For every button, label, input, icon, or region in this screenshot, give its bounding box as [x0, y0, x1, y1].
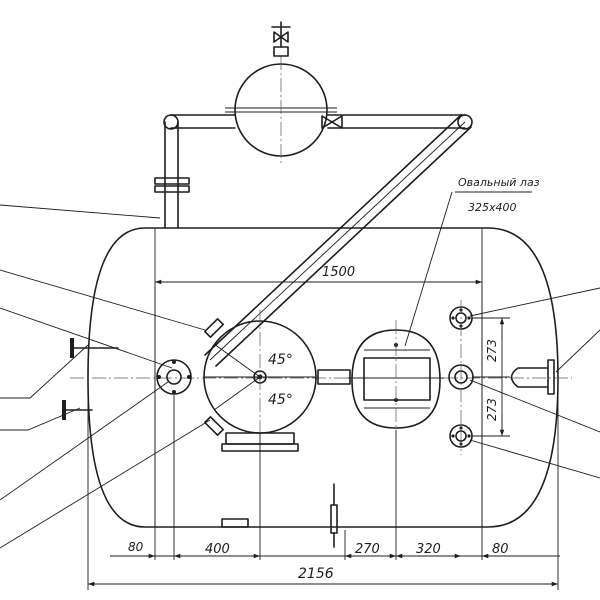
hatch-label-line2: 325х400	[468, 201, 517, 214]
left-bolt-lower	[62, 400, 93, 420]
dim-total-length: 2156	[298, 566, 334, 582]
top-horizontal-pipe	[170, 114, 473, 130]
right-leader-lines	[469, 287, 600, 479]
dim-hatch-offset-2: 320	[416, 542, 441, 557]
diagonal-pipe	[204, 114, 472, 367]
top-valve-icon	[271, 21, 291, 48]
hatch-leader	[404, 191, 532, 347]
bottom-drain	[330, 483, 338, 548]
dim-right-margin: 80	[492, 542, 509, 557]
bowtie-valve-icon	[321, 115, 343, 129]
dim-nozzle-pitch-upper: 273	[485, 339, 499, 362]
left-riser-pipe	[154, 114, 190, 229]
left-leader-lines	[0, 204, 211, 549]
angle-lower-label: 45°	[268, 392, 293, 408]
top-sphere	[225, 46, 337, 166]
vessel-body	[70, 227, 572, 528]
dim-left-offset: 400	[205, 542, 230, 557]
center-chamber	[203, 310, 351, 452]
hatch-label-line1: Овальный лаз	[458, 176, 540, 189]
extension-lines	[87, 286, 559, 590]
right-end-nozzle	[510, 359, 555, 395]
angle-upper-label: 45°	[268, 352, 293, 368]
dim-left-margin: 80	[128, 540, 144, 554]
bottom-plate	[221, 518, 249, 528]
dim-hatch-offset-1: 270	[355, 542, 380, 557]
left-bolt-upper	[70, 338, 119, 358]
oval-manhole	[348, 320, 444, 438]
left-nozzle	[156, 359, 192, 395]
dim-inner-span: 1500	[322, 265, 355, 280]
dim-nozzle-pitch-lower: 273	[485, 398, 499, 421]
